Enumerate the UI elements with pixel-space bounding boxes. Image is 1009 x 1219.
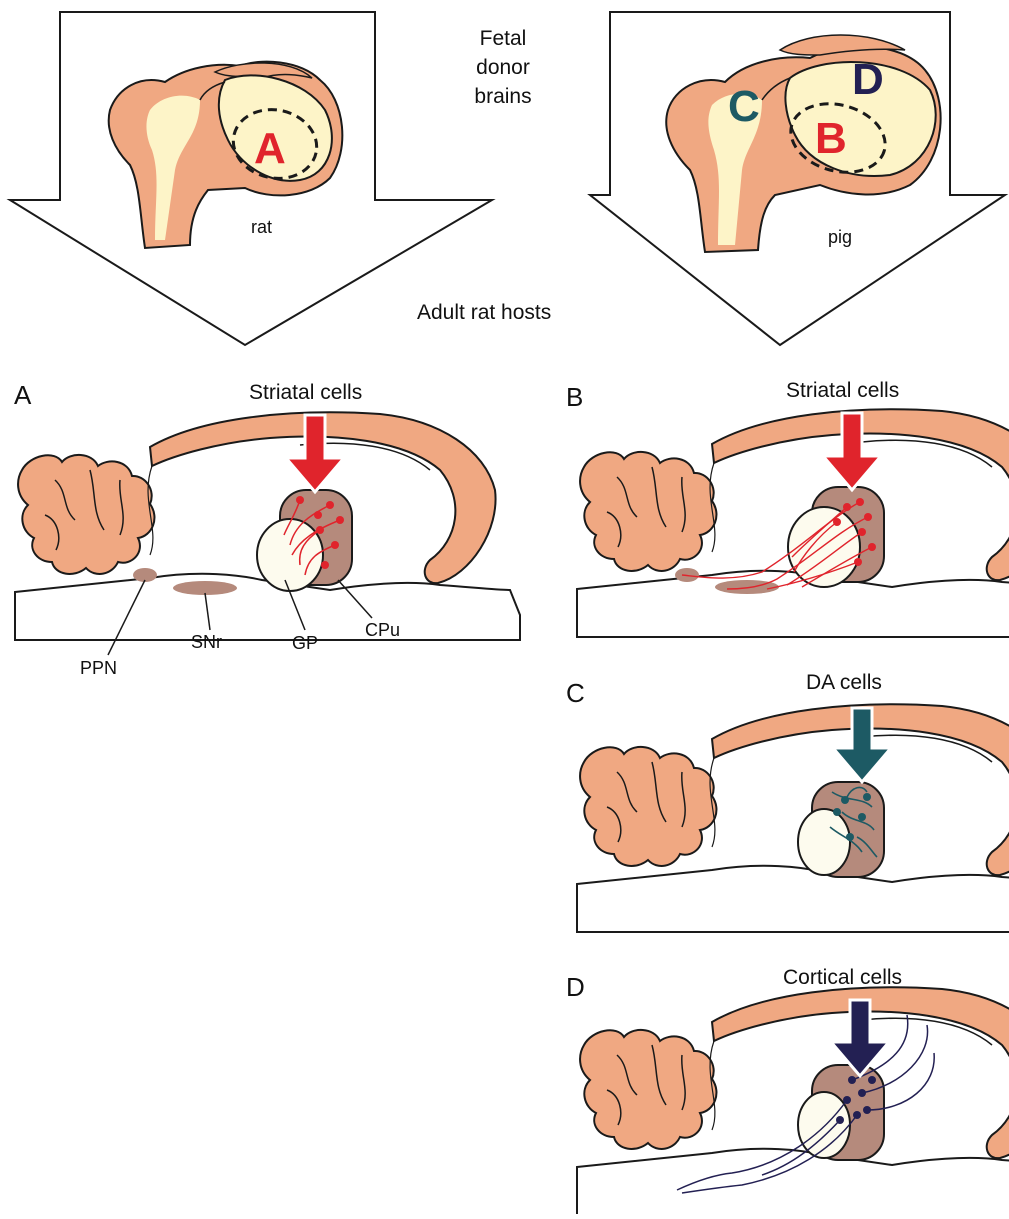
pig-label: pig [828, 227, 852, 248]
cpu-label: CPu [365, 620, 400, 641]
gp-label: GP [292, 633, 318, 654]
panel-b-diagram [577, 409, 1009, 637]
ppn-label: PPN [80, 658, 117, 679]
region-letter-a: A [254, 124, 286, 174]
region-letter-d: D [852, 55, 884, 105]
snr-label: SNr [191, 632, 222, 653]
panel-c-diagram [577, 704, 1009, 932]
region-letter-b: B [815, 114, 847, 164]
donor-title-line-1: Fetal [448, 24, 558, 53]
donor-title: Fetal donor brains [448, 24, 558, 111]
panel-c-cells: DA cells [806, 671, 882, 695]
panel-a-ppn [133, 568, 157, 582]
panel-b-cells: Striatal cells [786, 379, 899, 403]
panel-a-gp [257, 519, 323, 591]
donor-title-line-2: donor [448, 53, 558, 82]
panel-d-letter: D [566, 972, 585, 1003]
panel-c-letter: C [566, 678, 585, 709]
panel-d-cells: Cortical cells [783, 966, 902, 990]
panel-a-diagram [15, 412, 520, 655]
panel-a-snr [173, 581, 237, 595]
region-letter-c: C [728, 82, 760, 132]
host-label: Adult rat hosts [417, 301, 551, 325]
panel-d-diagram [577, 987, 1009, 1214]
panel-a-cells: Striatal cells [249, 381, 362, 405]
donor-title-line-3: brains [448, 82, 558, 111]
panel-a-letter: A [14, 380, 31, 411]
rat-label: rat [251, 217, 272, 238]
panel-b-letter: B [566, 382, 583, 413]
